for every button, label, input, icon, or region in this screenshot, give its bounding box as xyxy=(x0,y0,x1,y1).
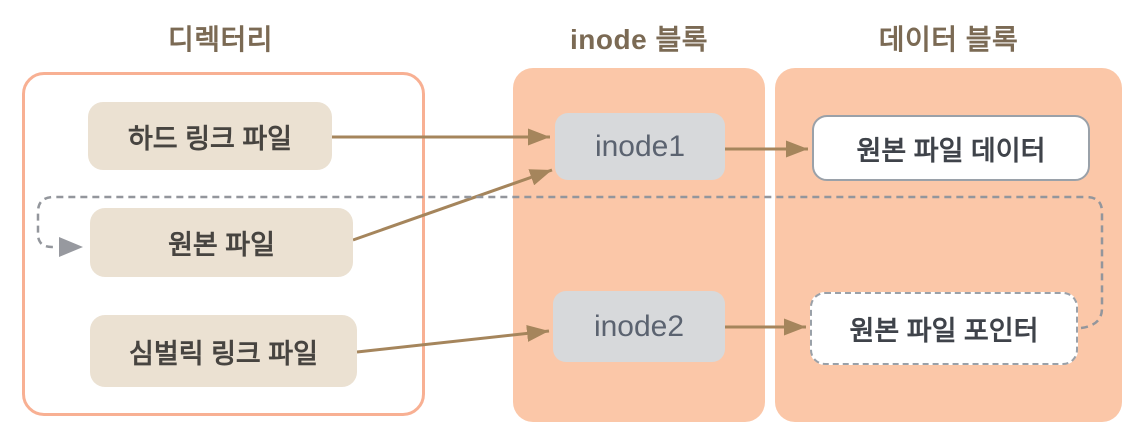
node-original-file-data: 원본 파일 데이터 xyxy=(812,115,1090,181)
node-hard-link-file: 하드 링크 파일 xyxy=(88,102,332,170)
node-original-file-label: 원본 파일 xyxy=(168,230,275,260)
node-original-file-data-label: 원본 파일 데이터 xyxy=(856,135,1046,166)
node-inode2-label: inode2 xyxy=(593,309,685,343)
column-header-inode-block: inode 블록 xyxy=(570,24,708,55)
node-inode2: inode2 xyxy=(553,291,725,362)
node-inode1-label: inode1 xyxy=(594,129,686,163)
node-original-file: 원본 파일 xyxy=(90,208,353,277)
column-header-data-block: 데이터 블록 xyxy=(878,24,1019,55)
node-inode1: inode1 xyxy=(555,113,725,180)
column-header-directory: 디렉터리 xyxy=(167,24,274,55)
node-original-file-pointer-label: 원본 파일 포인터 xyxy=(849,316,1039,346)
node-symbolic-link-file: 심벌릭 링크 파일 xyxy=(90,315,357,387)
node-original-file-pointer: 원본 파일 포인터 xyxy=(810,292,1078,365)
node-symbolic-link-file-label: 심벌릭 링크 파일 xyxy=(129,338,318,369)
node-hard-link-file-label: 하드 링크 파일 xyxy=(127,123,293,154)
